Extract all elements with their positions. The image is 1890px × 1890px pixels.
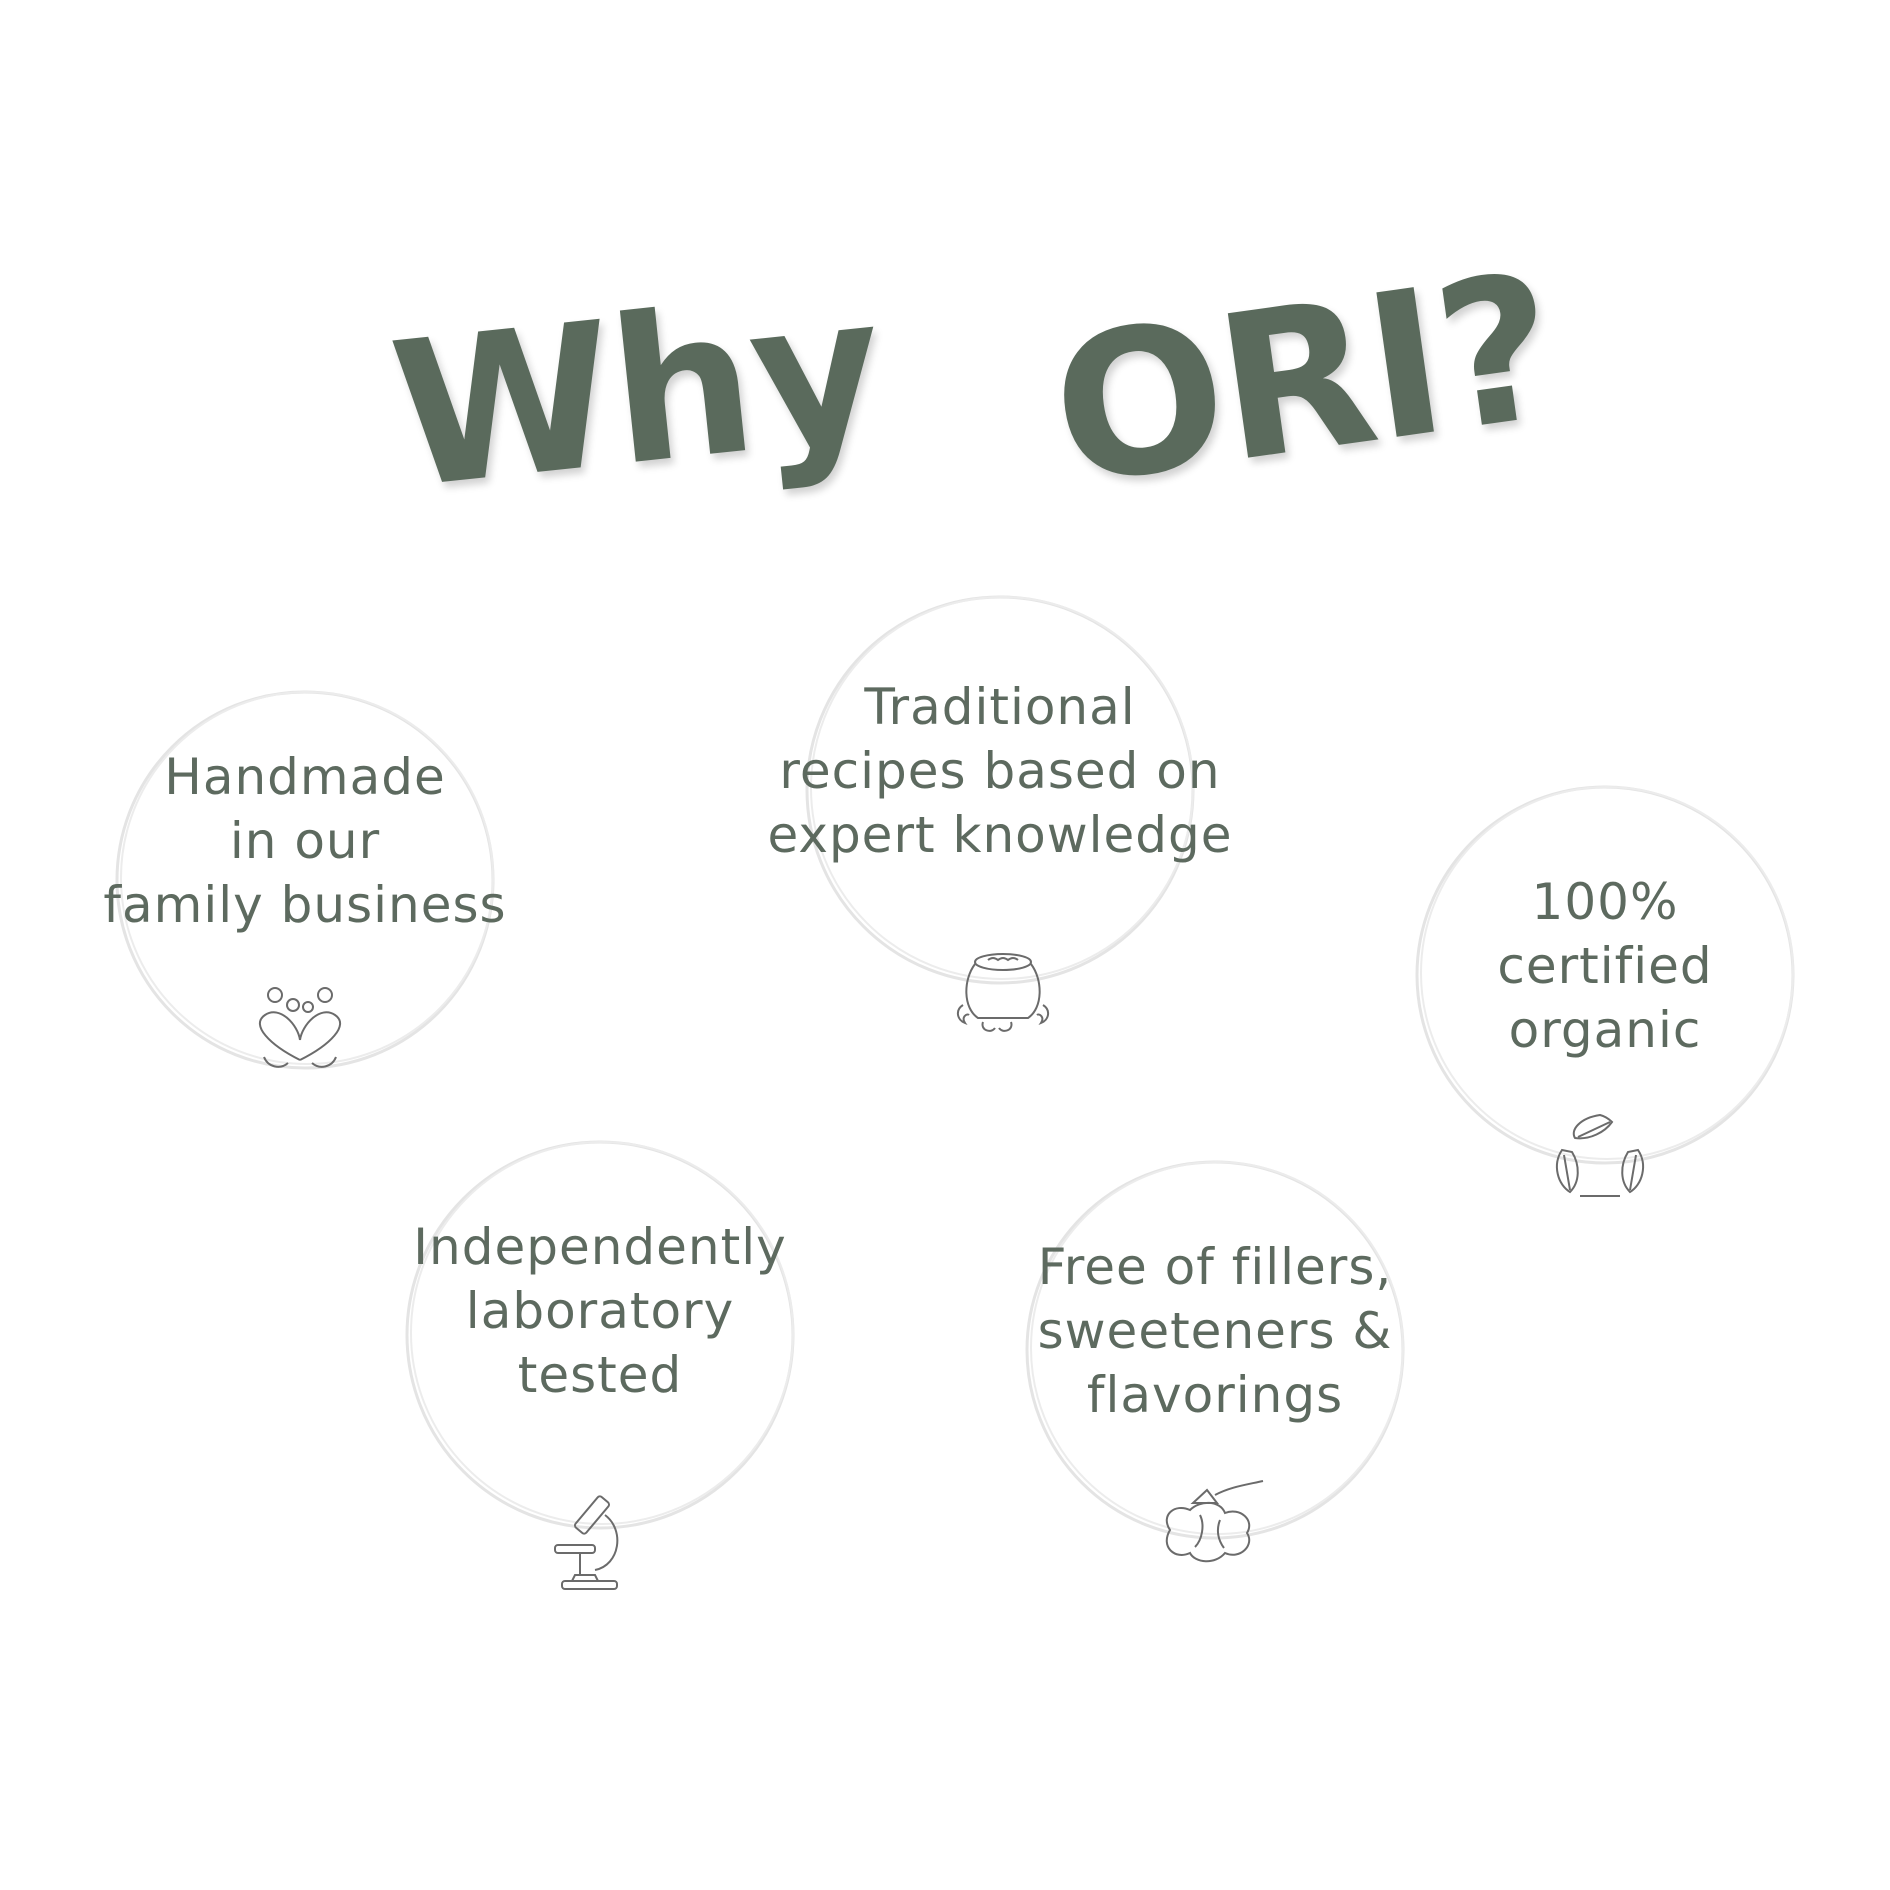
feature-lab-tested: Independently laboratory tested [400,1135,800,1590]
feature-label: Handmade in our family business [103,748,507,934]
feature-handmade: Handmade in our family business [103,685,506,1075]
feature-ring [115,690,495,1070]
feature-label: Independently laboratory tested [413,1218,787,1404]
sugar-icon [1165,1480,1264,1563]
microscope-icon [554,1495,619,1590]
title-why: Why [382,251,892,534]
feature-ring [1415,785,1795,1165]
feature-label: 100% certified organic [1497,873,1713,1059]
feature-ring [805,595,1195,985]
feature-label: Free of fillers, sweeteners & flavorings [1037,1238,1393,1424]
feature-traditional: Traditional recipes based on expert know… [767,590,1232,1032]
title-ori: ORI? [1039,230,1566,531]
feature-label: Traditional recipes based on expert know… [767,678,1233,864]
feature-organic: 100% certified organic [1410,780,1800,1197]
recycle-leaves-icon [1555,1113,1645,1197]
feature-free-of-fillers: Free of fillers, sweeteners & flavorings [1020,1155,1410,1563]
feature-ring [405,1140,795,1530]
family-heart-icon [258,987,342,1068]
cooking-pot-icon [957,953,1049,1032]
